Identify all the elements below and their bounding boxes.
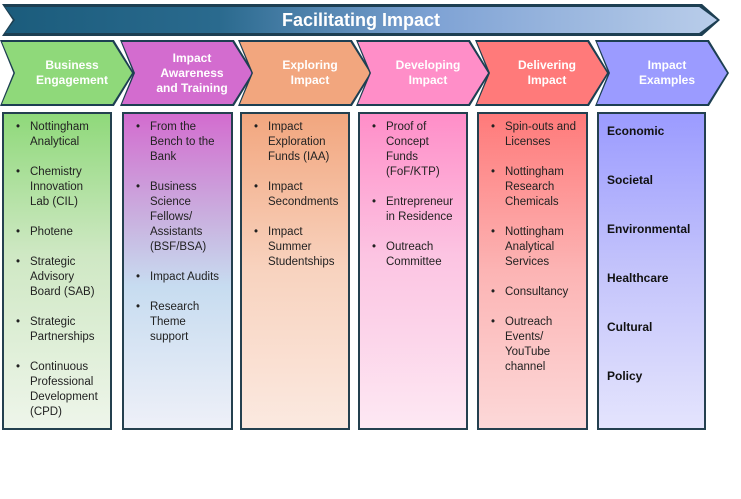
- stage-list: Spin-outs and LicensesNottingham Researc…: [485, 120, 580, 375]
- list-item: Impact Summer Studentships: [254, 225, 342, 270]
- stage-label: Impact Awareness and Training: [156, 50, 228, 95]
- list-item: Proof of Concept Funds (FoF/KTP): [372, 120, 460, 180]
- list-item: From the Bench to the Bank: [136, 120, 225, 165]
- list-item: Photene: [16, 225, 104, 240]
- stage-label: Exploring Impact: [282, 58, 338, 87]
- list-item: Research Theme support: [136, 300, 225, 345]
- list-item: Entrepreneur in Residence: [372, 195, 460, 225]
- list-item: Continuous Professional Development (CPD…: [16, 360, 104, 420]
- list-item: Nottingham Research Chemicals: [491, 165, 580, 210]
- list-item: Strategic Advisory Board (SAB): [16, 255, 104, 300]
- list-item: Impact Exploration Funds (IAA): [254, 120, 342, 165]
- stage-box: Nottingham AnalyticalChemistry Innovatio…: [2, 112, 112, 430]
- impact-example: Societal: [607, 173, 654, 187]
- stage-chevron: Developing Impact: [356, 40, 490, 106]
- stage-list: From the Bench to the BankBusiness Scien…: [130, 120, 225, 345]
- stage-chevron: Impact Awareness and Training: [120, 40, 254, 106]
- list-item: Outreach Committee: [372, 240, 460, 270]
- impact-example: Healthcare: [607, 271, 669, 285]
- stage-label: Developing Impact: [395, 58, 461, 87]
- list-item: Consultancy: [491, 285, 580, 300]
- stage-chevron: Exploring Impact: [238, 40, 372, 106]
- stage-box: From the Bench to the BankBusiness Scien…: [122, 112, 233, 430]
- stage-list: Nottingham AnalyticalChemistry Innovatio…: [10, 120, 104, 420]
- stage-box: Spin-outs and LicensesNottingham Researc…: [477, 112, 588, 430]
- stage-chevron: Delivering Impact: [475, 40, 609, 106]
- stage-box: Impact Exploration Funds (IAA) Impact Sec…: [240, 112, 350, 430]
- list-item: Strategic Partnerships: [16, 315, 104, 345]
- list-item: Outreach Events/ YouTube channel: [491, 315, 580, 375]
- stage-label: Business Engagement: [35, 58, 108, 87]
- list-item: Impact Audits: [136, 270, 225, 285]
- list-item: Chemistry Innovation Lab (CIL): [16, 165, 104, 210]
- list-item: Business Science Fellows/ Assistants (BS…: [136, 180, 225, 255]
- impact-example: Environmental: [607, 222, 691, 236]
- list-item: Nottingham Analytical: [16, 120, 104, 150]
- impact-example: Policy: [607, 369, 643, 383]
- stage-box: Proof of Concept Funds (FoF/KTP) Entrepre…: [358, 112, 468, 430]
- stage-chevron: Business Engagement: [0, 40, 134, 106]
- stage-list: Proof of Concept Funds (FoF/KTP) Entrepre…: [366, 120, 460, 270]
- facilitating-impact-arrow: Facilitating Impact: [2, 4, 720, 36]
- stage-chevron: Impact Examples: [595, 40, 729, 106]
- stage-label: Delivering Impact: [517, 58, 577, 87]
- impact-example: Economic: [607, 124, 665, 138]
- list-item: Impact Secondments: [254, 180, 342, 210]
- impact-example: Cultural: [607, 320, 653, 334]
- list-item: Nottingham Analytical Services: [491, 225, 580, 270]
- stage-list: Impact Exploration Funds (IAA) Impact Sec…: [248, 120, 342, 270]
- stage-label: Impact Examples: [638, 58, 696, 87]
- diagram-title: Facilitating Impact: [281, 9, 441, 30]
- list-item: Spin-outs and Licenses: [491, 120, 580, 150]
